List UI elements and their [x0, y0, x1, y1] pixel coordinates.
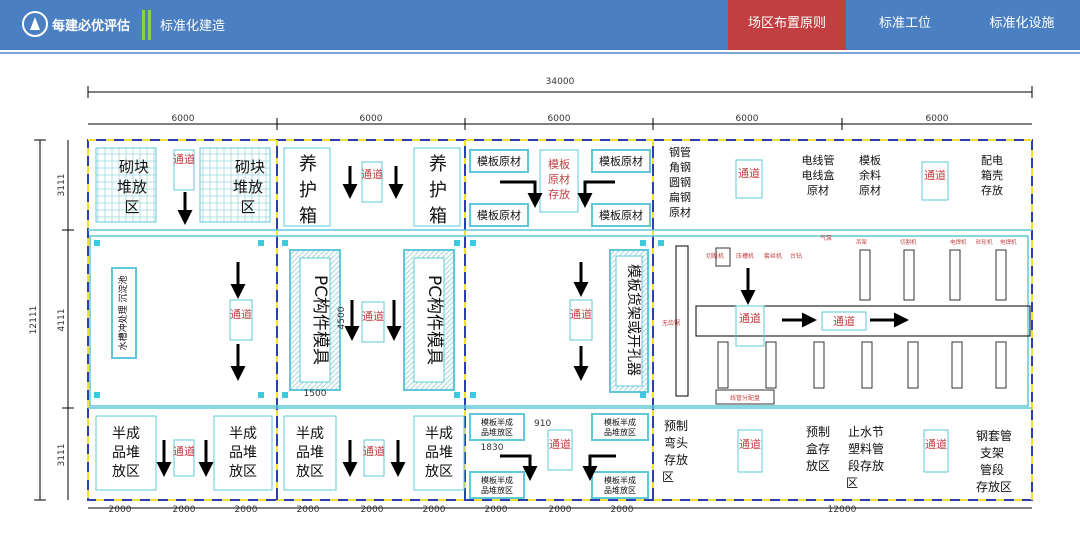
zone-label: 模板半成品堆放区 [481, 417, 513, 437]
zone-label: PC构件模具 [310, 275, 330, 365]
passage-label: 通道 [925, 437, 947, 451]
zone-label: 半成品堆放区 [296, 426, 324, 480]
page-subtitle: 标准化建造 [160, 19, 226, 34]
zone-label: 模板半成品堆放区 [604, 417, 636, 437]
dim-bottom: 2000 [173, 505, 196, 515]
ws-label: 台钻 [790, 252, 802, 260]
header-divider [0, 52, 1080, 54]
zone-label: 模板原材 [477, 154, 521, 168]
zone-label: 养护箱 [429, 154, 447, 227]
brand-title: 每建必优评估 [52, 19, 131, 34]
passage-label: 通道 [739, 311, 761, 325]
ws-label: 砂轮机 [976, 238, 993, 246]
passage-label: 通道 [570, 307, 592, 321]
passage-label: 通道 [361, 167, 383, 181]
dim-label: 910 [534, 419, 551, 429]
dim-label: 4500 [337, 306, 347, 329]
zone-label: 配电箱壳存放 [981, 154, 1003, 197]
dim-bottom: 2000 [109, 505, 132, 515]
zone-label: 模板余料原材 [859, 153, 881, 197]
ws-label: 吊架 [856, 239, 868, 246]
top-bar: 每建必优评估 标准化建造 场区布置原则 标准工位 标准化设施 [0, 0, 1080, 50]
dim-bay: 6000 [548, 114, 571, 124]
zone-label: 电线管电线盒原材 [802, 153, 835, 197]
dim-row: 3111 [57, 444, 67, 467]
passage-label: 通道 [173, 444, 195, 458]
passage-label: 通道 [362, 309, 384, 323]
dim-bottom: 12000 [828, 505, 857, 515]
dim-label: 1830 [481, 443, 504, 453]
ws-label: 切断机 [706, 252, 724, 260]
ws-label: 切割机 [900, 238, 917, 246]
tab-site-layout[interactable]: 场区布置原则 [728, 0, 846, 50]
zone-label: 模板原材 [599, 154, 643, 168]
zone-label: 模板原材 [599, 208, 643, 222]
dim-bottom: 2000 [235, 505, 258, 515]
passage-label: 通道 [363, 444, 385, 458]
zone-label: 水槽冲处理 沉淀池 [117, 276, 129, 351]
dim-label: 1500 [304, 389, 327, 399]
dim-bay: 6000 [926, 114, 949, 124]
dim-bay: 6000 [736, 114, 759, 124]
dim-bottom: 2000 [611, 505, 634, 515]
dim-total-height: 12111 [29, 306, 39, 335]
dim-bottom: 2000 [485, 505, 508, 515]
passage-label: 通道 [549, 437, 571, 451]
zone-label: 止水节塑料管段存放区 [846, 425, 884, 490]
ws-label: 套丝机 [764, 252, 782, 260]
dim-bottom: 2000 [549, 505, 572, 515]
zone-label: 模板原材存放 [548, 157, 570, 201]
dim-row: 4111 [57, 309, 67, 332]
passage-label: 通道 [924, 168, 946, 182]
zone-label: 钢套管支架管段存放区 [976, 428, 1012, 494]
zone-label: 养护箱 [299, 154, 317, 227]
ws-label: 线管分配盘 [730, 394, 760, 402]
zone-label: 模板半成品堆放区 [604, 475, 636, 495]
ws-label: 电焊机 [950, 238, 967, 246]
zone-label: 砌块堆放区 [233, 158, 265, 216]
passage-label: 通道 [173, 152, 195, 166]
passage-label: 通道 [230, 307, 252, 321]
dim-total: 34000 [546, 77, 575, 87]
tab-standard-station[interactable]: 标准工位 [878, 16, 931, 31]
zone-label: 半成品堆放区 [229, 426, 257, 480]
passage-label: 通道 [739, 437, 761, 451]
passage-label: 通道 [738, 166, 760, 180]
passage-label: 通道 [833, 314, 855, 328]
logo-icon [22, 11, 48, 37]
dim-bay: 6000 [172, 114, 195, 124]
tab-standard-facility[interactable]: 标准化设施 [989, 16, 1055, 31]
zone-label: 半成品堆放区 [112, 426, 140, 480]
ws-label: 无齿锯 [662, 319, 680, 327]
zone-label: 模板原材 [477, 208, 521, 222]
zone-label: 模板半成品堆放区 [481, 475, 513, 495]
dim-bottom: 2000 [361, 505, 384, 515]
ws-label: 气泵 [820, 234, 832, 242]
ws-label: 电焊机 [1000, 238, 1017, 246]
zone-label: 模板货架或开孔器 [625, 264, 642, 376]
dim-bottom: 2000 [423, 505, 446, 515]
zone-label: 预制弯头存放区 [662, 419, 688, 484]
zone-label: 钢管角钢圆钢扁钢原材 [669, 145, 691, 219]
ws-label: 压槽机 [736, 252, 754, 260]
divider [142, 10, 145, 40]
zone-label: 预制盒存放区 [806, 425, 830, 473]
zone-label: PC构件模具 [424, 275, 444, 365]
dim-bottom: 2000 [297, 505, 320, 515]
dim-row: 3111 [57, 174, 67, 197]
zone-label: 砌块堆放区 [117, 158, 149, 216]
divider [148, 10, 151, 40]
zone-label: 半成品堆放区 [425, 426, 453, 480]
dim-bay: 6000 [360, 114, 383, 124]
